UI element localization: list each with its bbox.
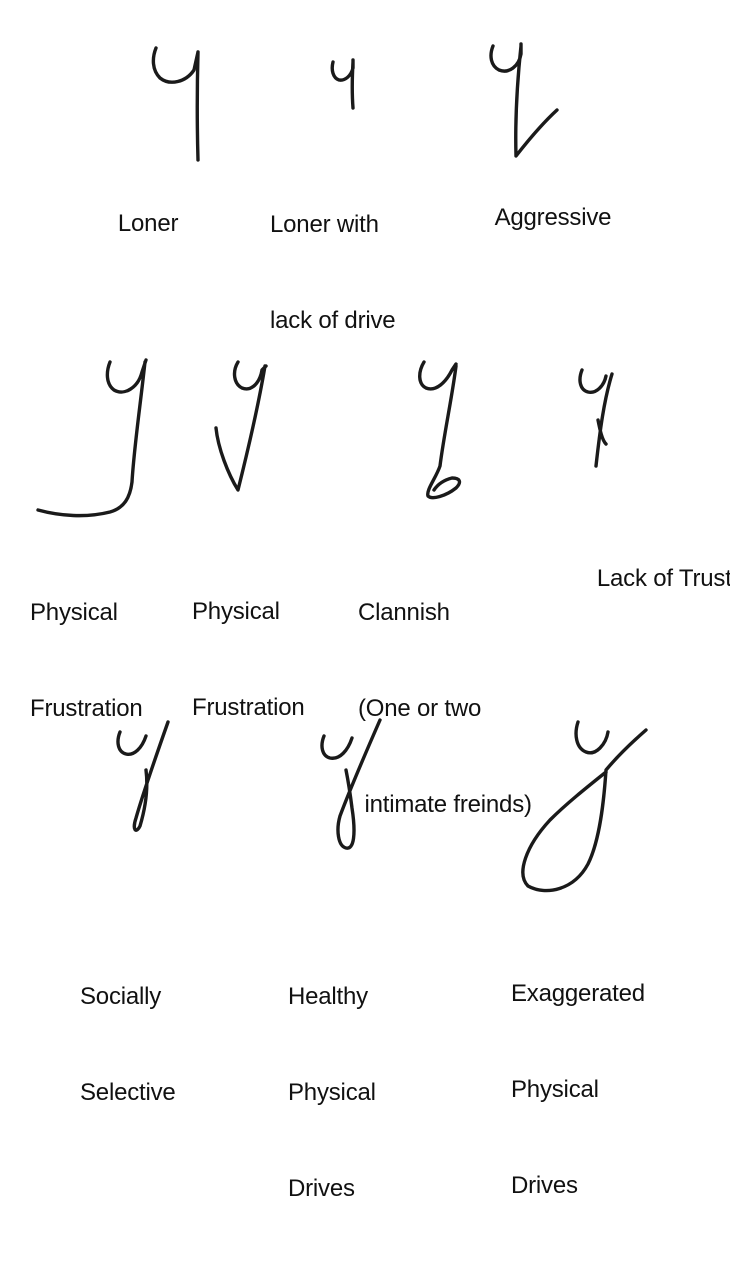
glyph-socially-selective [116, 720, 170, 832]
glyph-loner-lack-of-drive [330, 58, 355, 110]
glyph-lack-of-trust [578, 368, 614, 468]
caption-healthy-physical-drives: Healthy Physical Drives [288, 983, 376, 1202]
glyph-aggressive [489, 42, 559, 158]
caption-physical-frustration-b: Physical Frustration [192, 598, 305, 721]
caption-loner: Loner [117, 210, 179, 237]
caption-physical-frustration-a: Physical Frustration [30, 599, 143, 722]
caption-exaggerated-physical-drives: Exaggerated Physical Drives [511, 980, 645, 1199]
caption-lack-of-trust: Lack of Trust [596, 565, 730, 592]
glyph-loner [151, 46, 200, 162]
caption-aggressive: Aggressive [494, 204, 612, 231]
glyph-physical-frustration-b [214, 360, 268, 492]
caption-loner-lack-of-drive: Loner with lack of drive [270, 211, 396, 334]
caption-clannish: Clannish (One or two intimate freinds) [358, 599, 532, 818]
handwriting-y-diagram: Loner Loner with lack of drive Aggressiv… [30, 42, 730, 1202]
glyph-physical-frustration-a [36, 358, 148, 518]
glyph-healthy-physical-drives [320, 718, 382, 850]
caption-socially-selective: Socially Selective [80, 983, 176, 1106]
glyph-exaggerated-physical-drives [521, 720, 648, 893]
glyph-clannish [418, 360, 462, 500]
